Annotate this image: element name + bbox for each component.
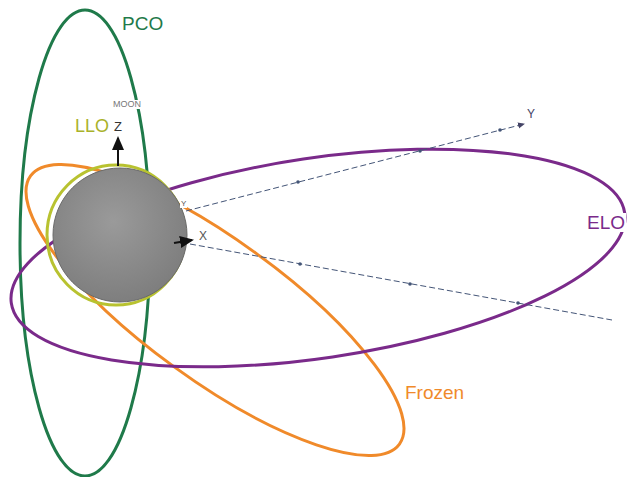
orbit-label: ELO: [586, 213, 626, 232]
axis-dot: [408, 282, 412, 286]
z-axis-arrow: [117, 138, 119, 166]
y-axis-line: [186, 124, 524, 211]
orbit-label: Frozen: [404, 383, 465, 402]
axis-label: Z: [113, 120, 123, 133]
orbit-label: PCO: [121, 14, 164, 33]
body-label: MOON: [112, 100, 142, 109]
axis-dot: [296, 180, 300, 184]
elo-orbit: [0, 114, 632, 402]
axis-dot: [298, 262, 302, 266]
moon-sphere: [53, 168, 187, 302]
axis-dot: [418, 149, 422, 153]
x-axis-arrow: [174, 240, 192, 243]
axis-dot: [498, 128, 502, 132]
axis-dot: [516, 301, 520, 305]
frozen-orbit: [0, 119, 441, 477]
axis-label: Y: [180, 200, 187, 208]
axis-label: X: [198, 230, 208, 242]
x-axis-line: [190, 244, 612, 320]
axis-label: Y: [526, 108, 536, 120]
orbit-label: LLO: [74, 117, 110, 135]
